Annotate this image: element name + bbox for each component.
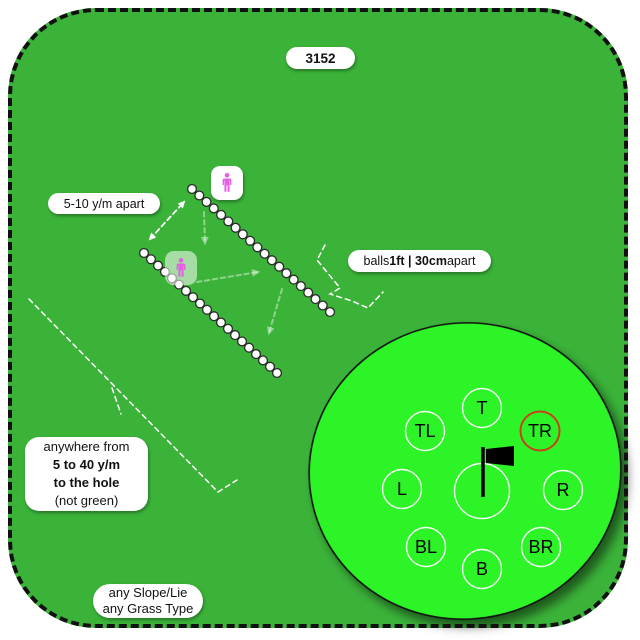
golf-ball (257, 355, 269, 366)
golf-ball (229, 330, 241, 341)
golf-ball (208, 203, 219, 214)
golf-ball (281, 268, 292, 279)
hole-position-tr: TR (519, 410, 561, 452)
person-icon (222, 173, 232, 192)
golf-ball (201, 196, 212, 207)
highlighted-position-ring (519, 410, 561, 452)
golf-ball (152, 260, 164, 271)
range-indicator-line (28, 298, 238, 493)
golf-ball (215, 317, 227, 328)
position-ring (461, 387, 503, 429)
distance-line-3: to the hole (53, 475, 120, 490)
person-icon (176, 258, 186, 277)
position-label: TL (414, 421, 435, 441)
golf-ball (216, 209, 227, 220)
drill-number-text: 3152 (305, 50, 336, 66)
distance-line-2: 5 to 40 y/m (52, 457, 121, 472)
hole-position-bl: BL (405, 526, 447, 568)
range-indicator-tick (111, 387, 122, 415)
drill-number-badge: 3152 (286, 47, 355, 69)
golf-ball (138, 247, 150, 259)
practice-green: T TL TR L R BL BR B (308, 322, 622, 620)
golf-ball (236, 336, 248, 347)
ball-line (186, 183, 336, 318)
player-marker-alternate (165, 251, 197, 285)
golf-ball (243, 342, 255, 353)
position-label: T (477, 398, 488, 418)
golf-ball (288, 274, 299, 285)
line-spacing-label: 5-10 y/m apart (48, 193, 160, 214)
spacing-double-arrow (148, 200, 186, 241)
golf-ball (264, 361, 276, 372)
ball-spacing-label: balls 1ft | 30cm apart (348, 250, 491, 272)
golf-ball (310, 294, 321, 305)
position-ring (461, 548, 503, 590)
balls-label-leader-line (316, 244, 384, 309)
direction-arrow (200, 211, 209, 246)
position-ring (520, 526, 562, 568)
player-marker (211, 166, 243, 200)
golf-ball (324, 306, 336, 318)
position-label: BR (528, 537, 553, 557)
golf-ball (186, 183, 198, 195)
golf-ball (303, 287, 314, 298)
golf-ball (194, 298, 206, 309)
golf-ball (252, 242, 263, 253)
position-label: TR (528, 421, 552, 441)
distance-line-4: (not green) (54, 493, 119, 508)
golf-ball (223, 216, 234, 227)
golf-ball (259, 248, 270, 259)
golf-ball (222, 323, 234, 334)
hole-position-tl: TL (404, 410, 446, 452)
golf-ball (266, 255, 277, 266)
flag-icon (486, 446, 514, 466)
position-ring (404, 410, 446, 452)
golf-ball (201, 304, 213, 315)
distance-instruction-box: anywhere from 5 to 40 y/m to the hole (n… (25, 437, 148, 511)
position-label: BL (415, 537, 437, 557)
ball-spacing-text-pre: balls (363, 254, 390, 268)
golf-ball (271, 367, 283, 379)
hole-position-l: L (381, 468, 423, 510)
direction-arrow (196, 269, 261, 283)
distance-line-1: anywhere from (43, 439, 130, 454)
golf-ball (180, 285, 192, 296)
position-label: B (476, 559, 488, 579)
green-surface (308, 322, 622, 620)
position-ring (381, 468, 423, 510)
position-ring (405, 526, 447, 568)
hole-position-r: R (542, 469, 584, 511)
golf-ball (250, 349, 262, 360)
golf-ball (230, 222, 241, 233)
golf-ball (208, 311, 220, 322)
golf-ball (237, 229, 248, 240)
golf-ball (187, 292, 199, 303)
golf-ball (145, 254, 157, 265)
golf-ball (317, 300, 328, 311)
conditions-label: any Slope/Lie any Grass Type (93, 584, 203, 618)
hole-position-br: BR (520, 526, 562, 568)
conditions-line-1: any Slope/Lie (108, 585, 188, 600)
golf-ball (295, 281, 306, 292)
position-ring (542, 469, 584, 511)
golf-ball (245, 235, 256, 246)
ball-spacing-text-post: apart (446, 254, 476, 268)
conditions-line-2: any Grass Type (102, 601, 194, 616)
ball-spacing-text-bold: 1ft | 30cm (389, 254, 447, 268)
ball-line (138, 247, 283, 379)
position-label: L (397, 479, 407, 499)
hole-position-t: T (461, 387, 503, 429)
direction-arrow (266, 288, 283, 336)
line-spacing-text: 5-10 y/m apart (63, 196, 145, 211)
position-label: R (557, 480, 570, 500)
hole-position-b: B (461, 548, 503, 590)
golf-ball (194, 190, 205, 201)
golf-ball (274, 261, 285, 272)
